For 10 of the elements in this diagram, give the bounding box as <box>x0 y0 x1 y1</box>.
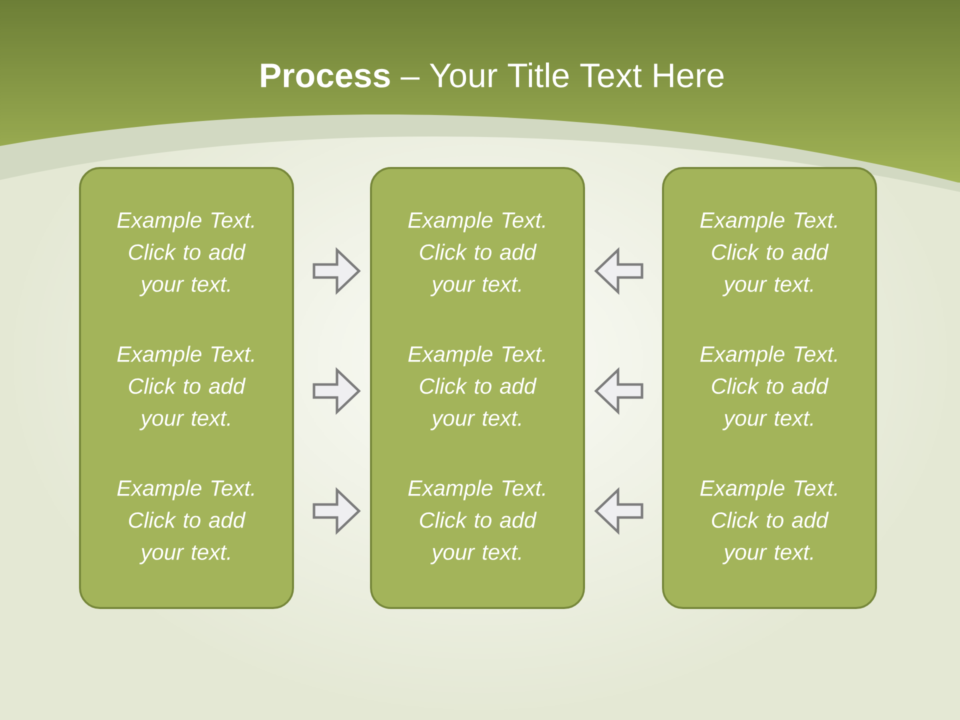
block-arrow <box>312 367 361 415</box>
block-arrow <box>594 367 644 415</box>
title: Process – Your Title Text Here <box>261 62 724 88</box>
process-box: Example Text. Click to add your text. Example Text. Click to add your text. Example Text. Click to add your text. <box>79 167 294 609</box>
block-arrow <box>594 487 644 535</box>
block-arrow <box>594 247 644 295</box>
process-box: Example Text. Click to add your text. Example Text. Click to add your text. Example Text. Click to add your text. <box>370 167 585 609</box>
block-arrow <box>312 487 361 535</box>
process-box: Example Text. Click to add your text. Example Text. Click to add your text. Example Text. Click to add your text. <box>662 167 878 609</box>
block-arrow <box>312 247 361 295</box>
